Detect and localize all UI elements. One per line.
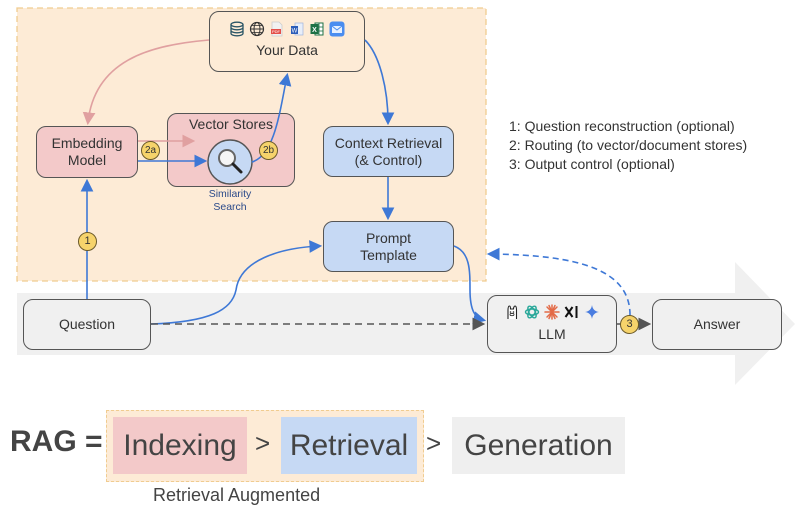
separator-2: > (426, 428, 442, 458)
magnifier-icon (207, 139, 253, 185)
vector-stores-label: Vector Stores (188, 116, 274, 132)
llm-label: LLM (538, 326, 566, 342)
context-retrieval-label-line1: Context Retrieval (334, 134, 443, 151)
badge-step-2a: 2a (141, 141, 160, 160)
legend-item-1: 1: Question reconstruction (optional) (509, 118, 735, 134)
badge-step-3: 3 (620, 315, 639, 334)
similarity-search-label-line1: Similarity (208, 188, 252, 200)
llm-node[interactable]: LLM (487, 295, 617, 353)
ollama-llama-icon (507, 305, 518, 319)
gemini-icon (585, 305, 599, 319)
word-doc-icon: W (291, 22, 304, 36)
llm-provider-icons (502, 302, 602, 322)
answer-node[interactable]: Answer (652, 299, 782, 350)
arrow-search-to-data (251, 72, 292, 163)
arrow-prompt-to-llm (453, 245, 487, 324)
prompt-template-label-line2: Template (360, 246, 417, 263)
question-label: Question (58, 316, 116, 332)
answer-label: Answer (693, 316, 741, 332)
your-data-label: Your Data (256, 42, 318, 58)
badge-step-2b: 2b (259, 141, 278, 160)
arrow-output-control-feedback (486, 247, 631, 316)
embedding-model-label-line2: Model (67, 152, 107, 168)
generation-label: Generation (464, 428, 613, 462)
globe-www-icon (249, 21, 265, 37)
question-node[interactable]: Question (23, 299, 151, 350)
openai-icon (524, 305, 540, 319)
indexing-chip: Indexing (113, 417, 247, 474)
similarity-search-label: Similarity Search (195, 188, 265, 214)
retrieval-augmented-caption: Retrieval Augmented (153, 485, 321, 505)
database-icon (230, 21, 244, 37)
embedding-model-label-line1: Embedding (51, 135, 123, 151)
prompt-template-label-line1: Prompt (365, 229, 412, 246)
generation-chip: Generation (452, 417, 625, 474)
similarity-search-label-line2: Search (213, 201, 247, 213)
context-retrieval-node[interactable]: Context Retrieval (& Control) (323, 126, 454, 177)
badge-step-1: 1 (78, 232, 97, 251)
rag-formula-prefix: RAG = (10, 425, 103, 459)
retrieval-label: Retrieval (289, 428, 409, 462)
excel-icon: X (310, 22, 324, 36)
separator-1: > (255, 428, 271, 458)
anthropic-icon (544, 304, 560, 320)
svg-text:W: W (292, 29, 298, 35)
data-source-icons: PDF W X (227, 18, 347, 40)
legend-item-2: 2: Routing (to vector/document stores) (509, 137, 748, 153)
rag-prefix-text: RAG = (10, 425, 103, 458)
embedding-model-node[interactable]: Embedding Model (36, 126, 138, 178)
arrow-data-to-context (364, 39, 395, 126)
arrow-question-to-prompt (150, 240, 323, 325)
arrow-data-to-embedding (82, 39, 210, 126)
legend-item-3: 3: Output control (optional) (509, 156, 675, 172)
retrieval-chip: Retrieval (281, 417, 417, 474)
mail-icon (329, 21, 345, 37)
your-data-node[interactable]: PDF W X Your Data (209, 11, 365, 72)
indexing-label: Indexing (123, 428, 237, 462)
context-retrieval-label-line2: (& Control) (354, 151, 423, 168)
prompt-template-node[interactable]: Prompt Template (323, 221, 454, 272)
xai-icon (564, 306, 578, 318)
svg-text:X: X (312, 27, 317, 34)
svg-text:PDF: PDF (272, 29, 281, 34)
pdf-file-icon: PDF (271, 21, 283, 37)
